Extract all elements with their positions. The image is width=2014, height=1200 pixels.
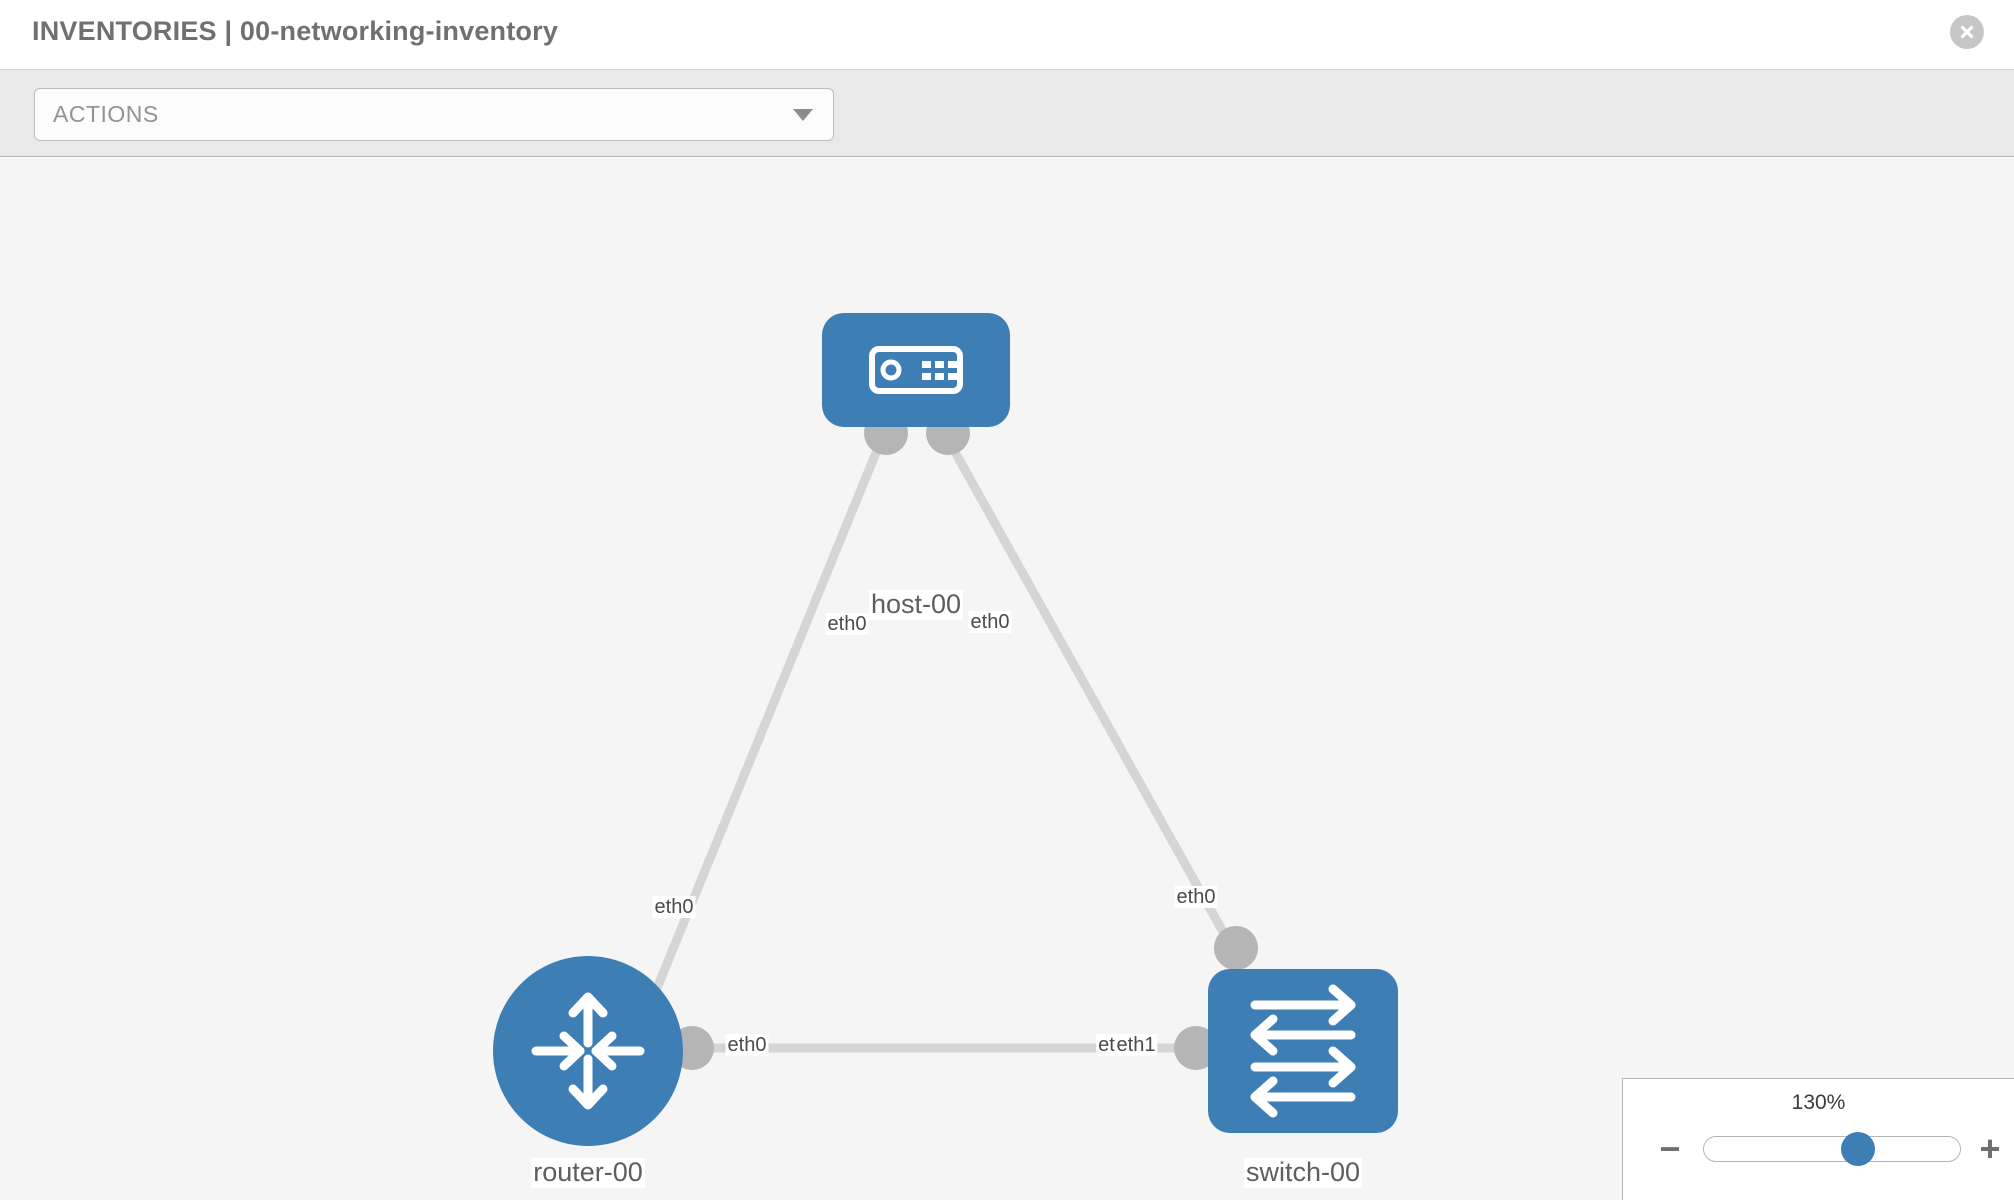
node-label: switch-00 xyxy=(1243,1157,1363,1188)
topology-graph xyxy=(493,313,1398,1146)
actions-dropdown[interactable]: ACTIONS xyxy=(34,88,834,141)
switch-icon xyxy=(1250,984,1356,1118)
topology-node-router-00[interactable] xyxy=(493,956,683,1146)
server-icon xyxy=(869,346,963,394)
page-header: INVENTORIES | 00-networking-inventory xyxy=(0,0,2014,70)
node-label: router-00 xyxy=(531,1157,645,1188)
interface-label: eth0 xyxy=(1174,886,1218,908)
close-icon[interactable] xyxy=(1950,15,1984,49)
zoom-control-panel: 130% − + xyxy=(1622,1078,2014,1200)
minus-icon[interactable]: − xyxy=(1659,1128,1681,1169)
topology-node-switch-00[interactable] xyxy=(1208,969,1398,1133)
toolbar: ACTIONS xyxy=(0,70,2014,211)
router-icon xyxy=(531,992,645,1110)
interface-label: eth0 xyxy=(652,896,696,918)
nodes-layer xyxy=(493,313,1398,1146)
zoom-level-value: 130% xyxy=(1791,1091,1846,1114)
topology-canvas[interactable]: host-00 router-00 switch-00 eth0 eth0 eth0 eth… xyxy=(0,158,2014,1200)
zoom-slider-row: − + xyxy=(1623,1127,2014,1171)
interface-label: eth0 xyxy=(968,611,1012,633)
topology-node-host-00[interactable] xyxy=(822,313,1010,427)
topology-link[interactable] xyxy=(946,440,1236,951)
interface-label: eth1 xyxy=(1114,1034,1158,1056)
plus-icon[interactable]: + xyxy=(1979,1128,2001,1169)
chevron-down-icon xyxy=(793,108,813,121)
links-layer xyxy=(650,440,1236,1053)
page-title: INVENTORIES | 00-networking-inventory xyxy=(32,16,559,46)
zoom-slider-track[interactable] xyxy=(1703,1132,1961,1166)
interface-label: eth0 xyxy=(725,1034,769,1056)
interface-label: eth0 xyxy=(825,613,869,635)
node-label: host-00 xyxy=(868,589,964,620)
zoom-slider-thumb[interactable] xyxy=(1840,1132,1875,1166)
actions-dropdown-label: ACTIONS xyxy=(53,101,159,127)
link-endpoint[interactable] xyxy=(1214,926,1258,970)
link-endpoint[interactable] xyxy=(1174,1026,1218,1070)
